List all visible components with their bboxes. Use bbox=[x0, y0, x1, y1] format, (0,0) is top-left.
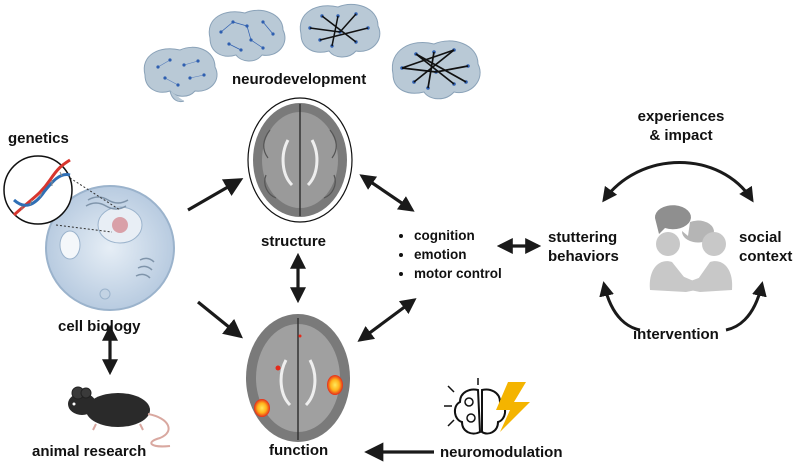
arc-experiences bbox=[602, 161, 754, 203]
arrow bbox=[102, 174, 542, 462]
dna-icon bbox=[3, 155, 73, 225]
label-stuttering-behaviors: stuttering behaviors bbox=[548, 228, 619, 266]
label-cell-biology: cell biology bbox=[58, 318, 141, 335]
label-genetics: genetics bbox=[8, 130, 69, 147]
brain-mri-icon bbox=[246, 314, 350, 442]
arrow-function-cognition bbox=[357, 298, 417, 342]
label-neuromodulation: neuromodulation bbox=[440, 444, 563, 461]
label-line: behaviors bbox=[548, 248, 619, 265]
label-line: experiences bbox=[637, 108, 725, 125]
label-line: social bbox=[739, 229, 782, 246]
people-conversation-icon bbox=[649, 205, 733, 292]
arc-intervention-left bbox=[599, 281, 641, 332]
label-intervention: intervention bbox=[633, 326, 719, 343]
label-social-context: social context bbox=[739, 228, 792, 266]
lightning-icon bbox=[496, 382, 530, 432]
label-animal-research: animal research bbox=[32, 443, 147, 460]
bullet-item: cognition bbox=[414, 226, 502, 245]
arrow-structure-cognition bbox=[359, 174, 415, 212]
brain-neuromodulation-icon bbox=[444, 378, 506, 435]
label-line: context bbox=[739, 248, 793, 265]
bullet-list: cognition emotion motor control bbox=[398, 226, 502, 283]
label-experiences-impact: experiences & impact bbox=[636, 107, 726, 145]
arrow-cell-to-structure bbox=[187, 178, 244, 212]
label-function: function bbox=[269, 442, 329, 459]
bullet-item: emotion bbox=[414, 245, 502, 264]
label-structure: structure bbox=[261, 233, 327, 250]
bullet-item: motor control bbox=[414, 264, 502, 283]
cell-icon bbox=[45, 177, 175, 311]
label-line: & impact bbox=[649, 127, 713, 144]
label-neurodevelopment: neurodevelopment bbox=[232, 71, 367, 88]
arc-intervention-right bbox=[725, 281, 767, 332]
arrow-cell-to-function bbox=[196, 300, 243, 339]
brain-mri-icon bbox=[247, 97, 353, 223]
label-line: stuttering bbox=[548, 229, 618, 246]
mouse-icon bbox=[68, 386, 171, 448]
brain-network-icon bbox=[143, 3, 481, 103]
